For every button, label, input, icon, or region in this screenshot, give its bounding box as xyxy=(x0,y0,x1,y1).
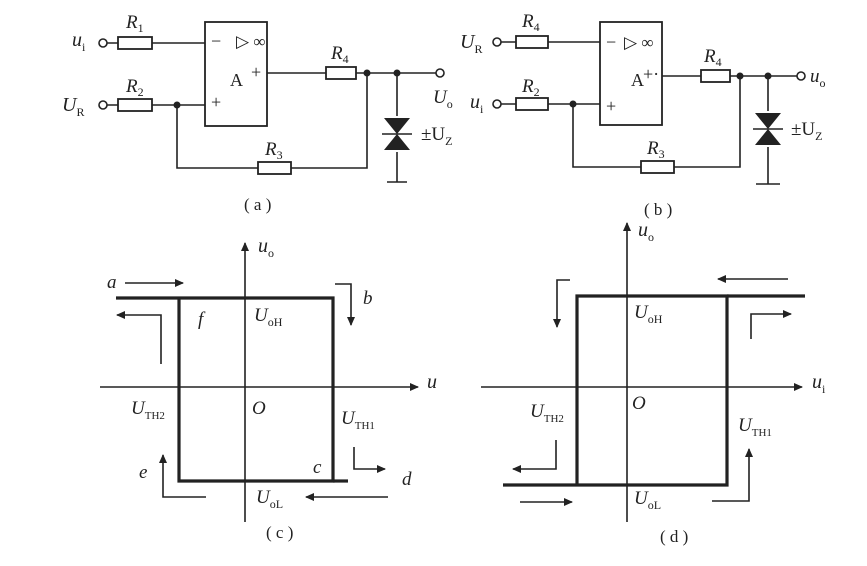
resistor-r4-a xyxy=(325,66,357,80)
opamp-plus-in-a: + xyxy=(211,92,221,112)
terminal-ur-a xyxy=(98,100,108,110)
opamp-symbol-a: ▷ ∞ xyxy=(236,32,265,51)
label-th1-c: UTH1 xyxy=(341,408,375,432)
label-r4-a: R4 xyxy=(330,43,349,66)
resistor-r2-a xyxy=(117,98,153,112)
label-r4-in-b: R4 xyxy=(521,11,540,34)
y-axis-label-d: uo xyxy=(638,219,654,244)
label-point-e: e xyxy=(139,462,147,483)
junction-b-1 xyxy=(569,100,577,108)
arrow-c-c xyxy=(353,447,386,473)
hysteresis-loop-c xyxy=(116,296,335,483)
opamp-plus-out-a: + xyxy=(251,62,261,82)
junction-a-1 xyxy=(173,101,181,109)
resistor-r1-a xyxy=(117,36,153,50)
label-zener-b: ±UZ xyxy=(791,119,823,143)
label-uo-b: uo xyxy=(810,66,826,90)
junction-b-2 xyxy=(736,72,744,80)
label-r2-b: R2 xyxy=(521,76,540,99)
label-r3-a: R3 xyxy=(264,139,283,162)
circuit-b: UR ui R4 R2 R3 R4 − ▷ ∞ A + +· ±UZ uo ( … xyxy=(460,11,826,219)
opamp-b xyxy=(599,21,663,126)
label-r4-b: R4 xyxy=(703,46,722,69)
y-axis-label-c: uo xyxy=(258,235,274,260)
resistor-r3-b xyxy=(640,160,675,174)
arrow-right-up-d xyxy=(750,310,792,339)
wire-zener-a xyxy=(387,73,407,183)
caption-d: ( d ) xyxy=(660,527,688,546)
label-origin-d: O xyxy=(632,393,646,414)
arrow-right-bottom-d xyxy=(712,448,753,502)
opamp-name-b: A xyxy=(631,70,644,90)
label-zener-a: ±UZ xyxy=(421,124,453,148)
label-uoh-c: UoH xyxy=(254,305,283,329)
junction-b-3 xyxy=(764,72,772,80)
wire-feedback-b xyxy=(572,76,741,168)
opamp-minus-a: − xyxy=(211,31,221,51)
arrow-left-bottom-d xyxy=(512,440,557,473)
opamp-plus-out-b: +· xyxy=(643,64,659,84)
arrow-e-c xyxy=(159,454,206,498)
resistor-r3-a xyxy=(257,161,292,175)
label-uoh-d: UoH xyxy=(634,302,663,326)
wire-zener-b xyxy=(756,76,780,185)
junction-a-2 xyxy=(363,69,371,77)
label-r2-a: R2 xyxy=(125,76,144,99)
label-point-f: f xyxy=(198,309,206,330)
label-uo-a: Uo xyxy=(433,87,453,111)
label-point-b: b xyxy=(363,288,373,309)
x-axis-label-d: ui xyxy=(812,371,826,396)
terminal-out-b xyxy=(796,71,806,81)
opamp-symbol-b: ▷ ∞ xyxy=(624,33,653,52)
graph-d: uo ui UoH UoL O UTH1 UTH2 ( d ) xyxy=(481,219,826,546)
label-ur-b: UR xyxy=(460,31,482,56)
arrow-left-down-d xyxy=(553,279,570,328)
resistor-r4-b xyxy=(700,69,731,83)
terminal-ui-b xyxy=(492,99,502,109)
label-ui-a: ui xyxy=(72,29,86,54)
circuit-a: ui UR R1 R2 R3 R4 − ▷ ∞ A + + ±UZ Uo xyxy=(62,12,453,214)
arrow-b-c xyxy=(335,283,355,326)
resistor-r4-in-b xyxy=(515,35,549,49)
label-origin-c: O xyxy=(252,398,266,419)
label-th1-d: UTH1 xyxy=(738,415,772,439)
hysteresis-loop-d xyxy=(503,294,729,487)
terminal-ur-b xyxy=(492,37,502,47)
label-uol-c: UoL xyxy=(256,487,283,511)
label-point-c: c xyxy=(313,457,322,478)
terminal-ui-a xyxy=(98,38,108,48)
opamp-minus-b: − xyxy=(606,32,616,52)
label-ur-a: UR xyxy=(62,94,84,119)
opamp-plus-in-b: + xyxy=(606,96,616,116)
x-axis-label-c: u xyxy=(427,371,437,393)
label-r3-b: R3 xyxy=(646,138,665,161)
terminal-out-a xyxy=(435,68,445,78)
label-point-a: a xyxy=(107,272,117,293)
label-point-d: d xyxy=(402,469,412,490)
label-r1-a: R1 xyxy=(125,12,144,35)
label-th2-c: UTH2 xyxy=(131,398,165,422)
label-ui-b: ui xyxy=(470,91,484,116)
label-th2-d: UTH2 xyxy=(530,401,564,425)
opamp-a xyxy=(204,21,268,127)
caption-c: ( c ) xyxy=(266,523,293,542)
resistor-r2-b xyxy=(515,97,549,111)
arrow-f-c xyxy=(116,311,162,364)
graph-c: uo u a b f c d e UoH UoL O UTH1 UTH2 ( c… xyxy=(100,235,437,542)
junction-a-3 xyxy=(393,69,401,77)
opamp-name-a: A xyxy=(230,70,243,90)
wire-feedback-a xyxy=(176,73,368,169)
label-uol-d: UoL xyxy=(634,488,661,512)
caption-a: ( a ) xyxy=(244,195,271,214)
caption-b: ( b ) xyxy=(644,200,672,219)
